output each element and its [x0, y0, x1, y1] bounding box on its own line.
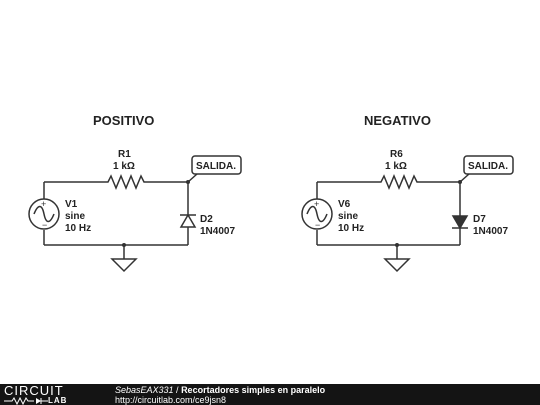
resistor-name: R1 [118, 149, 131, 160]
circuit-title: NEGATIVO [364, 113, 431, 128]
source-name: V1 [65, 199, 78, 210]
junction-dot [395, 243, 399, 247]
ground-symbol [110, 258, 138, 273]
ground-symbol [383, 258, 411, 273]
svg-text:+: + [314, 199, 319, 209]
source-type: sine [338, 211, 358, 222]
svg-text:−: − [315, 220, 320, 230]
output-label-tag[interactable]: SALIDA. [187, 155, 242, 183]
footer-bar: CIRCUIT LAB SebasEAX331 / Recortadores s… [0, 384, 540, 405]
diode-d7[interactable] [451, 210, 469, 232]
project-title: Recortadores simples en paralelo [181, 385, 326, 395]
resistor-name: R6 [390, 149, 403, 160]
ac-source-v1[interactable]: + − [28, 198, 60, 230]
circuit-title: POSITIVO [93, 113, 154, 128]
path-separator: / [173, 385, 182, 395]
circuit-negativo: NEGATIVO R6 1 kΩ + − V6 sine 10 Hz [301, 113, 514, 273]
circuitlab-logo[interactable]: CIRCUIT LAB [4, 384, 100, 405]
resistor-value: 1 kΩ [385, 161, 407, 172]
source-type: sine [65, 211, 85, 222]
diode-model: 1N4007 [473, 226, 508, 237]
svg-text:−: − [42, 220, 47, 230]
author-link[interactable]: SebasEAX331 [115, 385, 174, 395]
circuit-positivo: POSITIVO R1 1 kΩ + − V1 sine 10 Hz [28, 113, 242, 273]
output-label-tag[interactable]: SALIDA. [459, 155, 514, 183]
resistor-r1[interactable] [103, 174, 147, 190]
logo-resistor-icon [4, 396, 48, 405]
diode-d2[interactable] [179, 210, 197, 232]
diode-name: D2 [200, 214, 213, 225]
source-freq: 10 Hz [65, 223, 91, 234]
output-label: SALIDA. [468, 161, 508, 172]
diode-name: D7 [473, 214, 486, 225]
source-freq: 10 Hz [338, 223, 364, 234]
project-info: SebasEAX331 / Recortadores simples en pa… [115, 385, 325, 405]
logo-text-top: CIRCUIT [4, 383, 64, 398]
junction-dot [122, 243, 126, 247]
diode-model: 1N4007 [200, 226, 235, 237]
schematic-canvas: POSITIVO R1 1 kΩ + − V1 sine 10 Hz [28, 113, 514, 273]
resistor-r6[interactable] [376, 174, 420, 190]
source-name: V6 [338, 199, 351, 210]
svg-text:+: + [41, 199, 46, 209]
ac-source-v6[interactable]: + − [301, 198, 333, 230]
project-url[interactable]: http://circuitlab.com/ce9jsn8 [115, 395, 227, 405]
logo-text-bottom: LAB [48, 396, 68, 405]
resistor-value: 1 kΩ [113, 161, 135, 172]
output-label: SALIDA. [196, 161, 236, 172]
